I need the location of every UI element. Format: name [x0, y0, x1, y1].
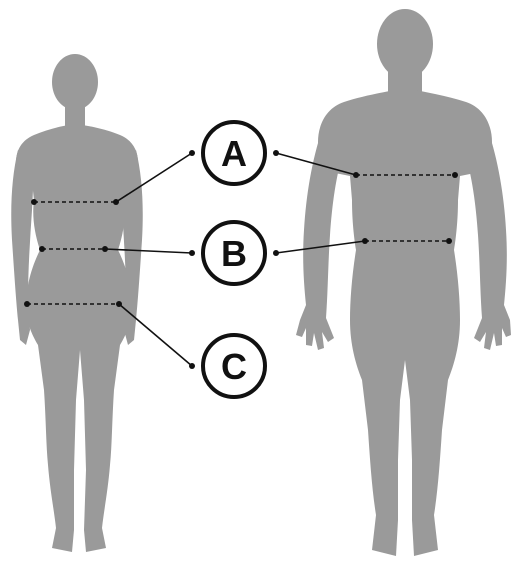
male-right-arm	[464, 130, 511, 350]
male-line-b-dot-right	[446, 238, 452, 244]
female-line-c-dot-left	[24, 301, 30, 307]
label-c-circle	[201, 333, 267, 399]
female-line-b-dot-left	[39, 246, 45, 252]
male-silhouette	[296, 9, 511, 556]
female-connector-a	[115, 152, 193, 203]
label-b-circle	[201, 220, 267, 286]
label-b: B	[201, 220, 267, 286]
connector-b-right-end	[273, 250, 279, 256]
male-left-arm	[296, 130, 344, 350]
female-connector-b	[104, 248, 193, 254]
connector-a-right-end	[273, 150, 279, 156]
female-left-arm	[11, 150, 34, 345]
female-silhouette	[11, 54, 143, 552]
male-connector-a	[275, 152, 357, 176]
female-right-arm	[120, 150, 143, 345]
male-line-a-dot-right	[452, 172, 458, 178]
connector-a-left-end	[189, 150, 195, 156]
female-connector-c	[118, 303, 193, 367]
female-head	[52, 54, 98, 110]
label-c: C	[201, 333, 267, 399]
label-a-text: A	[221, 133, 247, 174]
female-line-a-dot-left	[31, 199, 37, 205]
label-a: A	[201, 120, 267, 186]
label-c-text: C	[221, 346, 247, 387]
measurement-lines	[24, 150, 458, 369]
male-connector-b	[275, 240, 366, 254]
label-b-text: B	[221, 233, 247, 274]
connector-c-left-end	[189, 363, 195, 369]
female-body	[16, 124, 138, 552]
label-a-circle	[201, 120, 267, 186]
connector-b-left-end	[189, 250, 195, 256]
male-head	[377, 9, 433, 79]
male-body	[318, 88, 492, 556]
female-neck	[65, 104, 85, 130]
